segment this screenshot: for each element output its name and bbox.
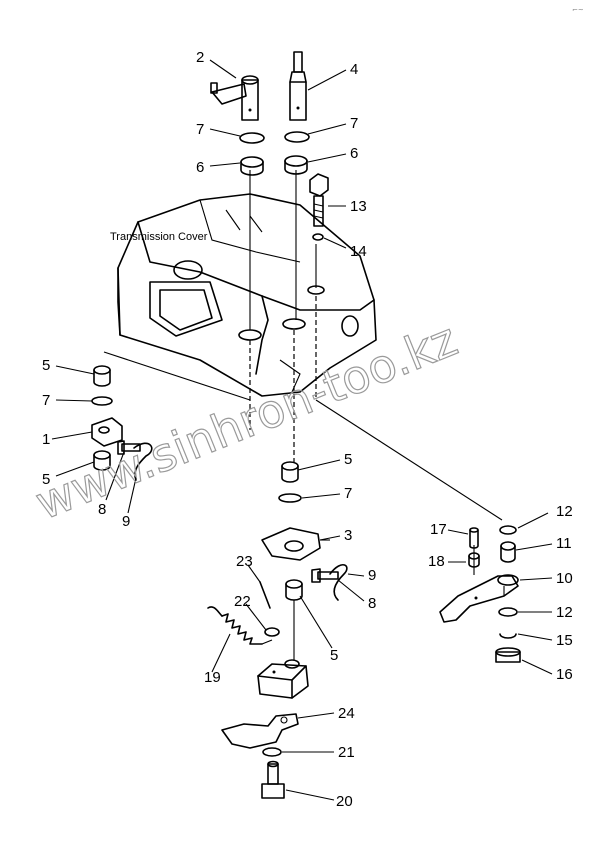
washer-12-lower xyxy=(498,607,518,617)
bolt-8-left xyxy=(117,440,141,455)
callout-12: 12 xyxy=(556,604,573,621)
callout-14: 14 xyxy=(350,243,367,260)
callout-6: 6 xyxy=(350,145,358,162)
lockwire-9-right xyxy=(329,564,348,601)
bolt-13 xyxy=(309,173,329,227)
callout-6: 6 xyxy=(196,159,204,176)
part-3-block xyxy=(261,527,330,561)
callout-7: 7 xyxy=(196,121,204,138)
detent-base xyxy=(257,659,309,699)
callout-5: 5 xyxy=(42,357,50,374)
callout-3: 3 xyxy=(344,527,352,544)
washer-12-upper xyxy=(499,525,517,535)
callout-numbers: 2 4 7 7 6 6 13 14 5 7 1 5 8 9 5 7 3 9 8 … xyxy=(42,49,573,810)
bearing-6-left xyxy=(240,156,264,176)
lever-1 xyxy=(91,417,123,447)
callout-7: 7 xyxy=(350,115,358,132)
bushing-5-upper-left xyxy=(93,365,111,387)
washer-7-middle xyxy=(278,493,302,503)
snap-ring-15 xyxy=(499,633,517,639)
callout-5: 5 xyxy=(330,647,338,664)
watermark: www.sinhron-too.kz xyxy=(28,312,465,530)
bolt-8-right xyxy=(311,568,339,583)
spacer-18 xyxy=(468,552,480,568)
plate-24-hole xyxy=(280,716,288,724)
pin-23 xyxy=(259,581,271,609)
washer-7-right xyxy=(284,131,310,143)
callout-19: 19 xyxy=(204,669,221,686)
part-2-lever xyxy=(210,75,259,121)
ring-22 xyxy=(264,627,280,637)
callout-18: 18 xyxy=(428,553,445,570)
bearing-6-right xyxy=(284,155,308,175)
callout-12: 12 xyxy=(556,503,573,520)
callout-4: 4 xyxy=(350,61,358,78)
callout-1: 1 xyxy=(42,431,50,448)
bushing-5-middle xyxy=(281,461,299,483)
washer-7-left xyxy=(239,132,265,144)
callout-2: 2 xyxy=(196,49,204,66)
lever-10 xyxy=(439,574,519,623)
plate-24 xyxy=(221,713,299,749)
alignment-lines xyxy=(103,170,503,660)
callout-7: 7 xyxy=(344,485,352,502)
cover-bores xyxy=(238,285,325,341)
leader-lines xyxy=(51,59,553,801)
cover-label: Transmission Cover xyxy=(110,231,208,243)
spring-19 xyxy=(207,606,273,645)
callout-5: 5 xyxy=(42,471,50,488)
callout-13: 13 xyxy=(350,198,367,215)
plug-20 xyxy=(261,760,285,799)
callout-20: 20 xyxy=(336,793,353,810)
callout-8: 8 xyxy=(368,595,376,612)
bushing-5-lower xyxy=(285,579,303,601)
o-ring-14 xyxy=(312,233,324,241)
callout-5: 5 xyxy=(344,451,352,468)
nut-16 xyxy=(495,647,521,663)
callout-10: 10 xyxy=(556,570,573,587)
callout-17: 17 xyxy=(430,521,447,538)
washer-21 xyxy=(262,747,282,757)
callout-16: 16 xyxy=(556,666,573,683)
callout-24: 24 xyxy=(338,705,355,722)
callout-21: 21 xyxy=(338,744,355,761)
callout-22: 22 xyxy=(234,593,251,610)
callout-9: 9 xyxy=(368,567,376,584)
callout-9: 9 xyxy=(122,513,130,530)
transmission-cover xyxy=(117,193,377,397)
callout-11: 11 xyxy=(556,535,572,552)
lockwire-9-left xyxy=(133,442,153,481)
callout-7: 7 xyxy=(42,392,50,409)
washer-7-left-side xyxy=(91,396,113,406)
callout-15: 15 xyxy=(556,632,573,649)
part-4-shaft xyxy=(289,51,307,121)
callout-23: 23 xyxy=(236,553,253,570)
bushing-5-lower-left xyxy=(93,450,111,471)
bushing-11 xyxy=(500,541,516,563)
corner-mark: ⌐~ xyxy=(572,6,584,14)
pin-17 xyxy=(469,527,479,549)
callout-8: 8 xyxy=(98,501,106,518)
